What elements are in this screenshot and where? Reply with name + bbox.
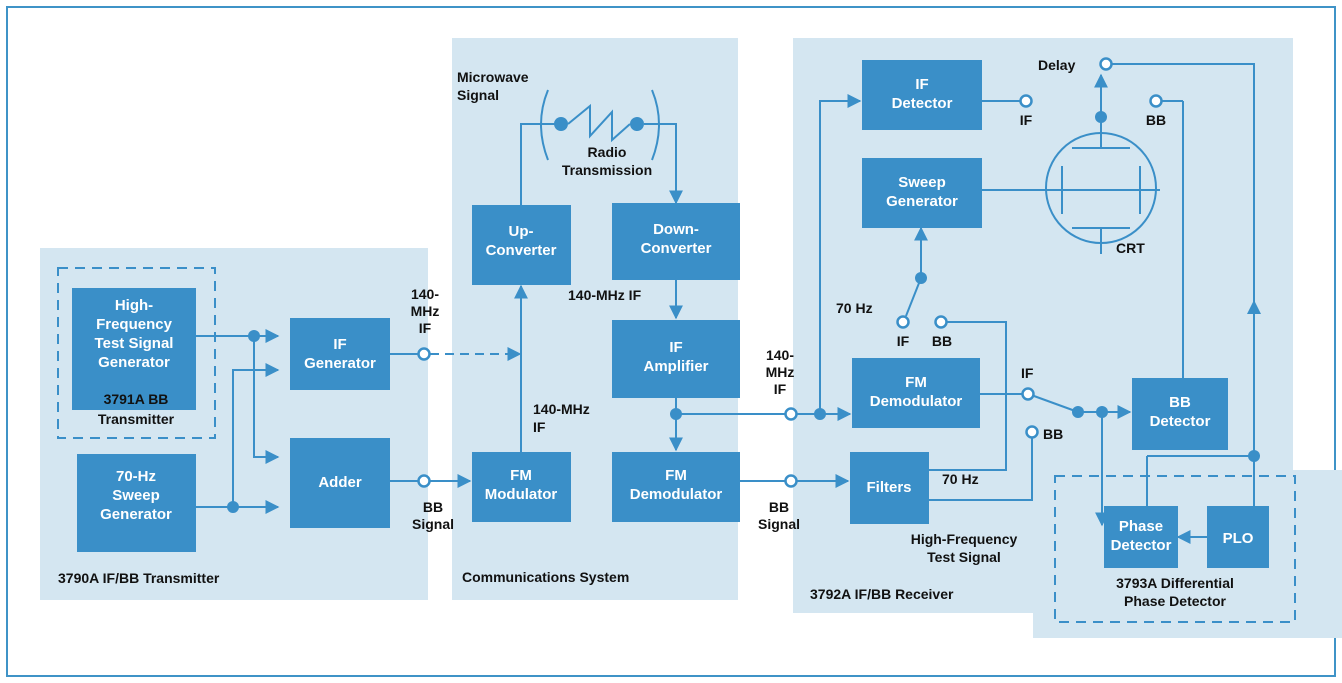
antenna-left <box>540 89 549 161</box>
bb-transmitter-label-2: Transmitter <box>98 411 175 427</box>
transmitter-panel-label: 3790A IF/BB Transmitter <box>58 570 220 586</box>
adder: Adder <box>290 438 390 528</box>
label-bb-sw2: BB <box>1043 426 1063 442</box>
down-converter: Down-Converter <box>612 203 740 280</box>
terminals <box>417 57 1163 488</box>
junction-dots <box>227 111 1260 513</box>
wire-bb-loop <box>929 321 1007 471</box>
up-converter: Up-Converter <box>472 205 571 285</box>
wire-delay-line <box>1112 63 1255 456</box>
switch-70hz <box>905 277 922 317</box>
phase-detector-outline <box>1054 475 1296 623</box>
wire-ant-to-downconv <box>644 123 683 205</box>
label-if-sw2: IF <box>1021 365 1034 381</box>
bb-transmitter-label-1: 3791A BB <box>104 391 169 407</box>
label-if-det-out: IF <box>1020 112 1033 128</box>
antenna-right <box>651 89 660 161</box>
receiver-panel-label: 3792A IF/BB Receiver <box>810 586 954 602</box>
ant-dot-right <box>630 117 644 131</box>
svg-text:Filters: Filters <box>866 479 911 496</box>
label-140mhz-if: 140-MHz IF <box>568 287 642 303</box>
ant-dot-left <box>554 117 568 131</box>
wire-sweep-to-ifgen <box>232 363 280 507</box>
phase-detector-panel <box>1033 470 1342 638</box>
label-crt: CRT <box>1116 240 1145 256</box>
crt-plates <box>1046 120 1160 254</box>
label-bb-sw: BB <box>932 333 952 349</box>
wire-hf-to-adder <box>253 336 280 464</box>
arrow-delay-up <box>1247 300 1261 314</box>
wire-bb-to-filters <box>929 436 1033 501</box>
radio-wave <box>567 103 631 143</box>
plo-block: PLO <box>1207 506 1269 568</box>
label-70hz-a: 70 Hz <box>836 300 873 316</box>
svg-text:PLO: PLO <box>1223 530 1254 547</box>
label-if-sw: IF <box>897 333 910 349</box>
comms-panel-label: Communications System <box>462 569 629 585</box>
svg-text:Up-Converter: Up-Converter <box>486 223 557 259</box>
label-bb-out: BB <box>1146 112 1166 128</box>
wire-upconv-to-ant <box>520 123 556 205</box>
filters: Filters <box>850 452 929 524</box>
label-70hz-b: 70 Hz <box>942 471 979 487</box>
wire-to-ifdet <box>819 94 862 414</box>
bb-transmitter-outline <box>57 267 216 439</box>
svg-text:Down-Converter: Down-Converter <box>641 221 712 257</box>
label-delay: Delay <box>1038 57 1076 73</box>
switch-if-bb <box>1033 395 1079 413</box>
svg-text:Adder: Adder <box>318 474 362 491</box>
